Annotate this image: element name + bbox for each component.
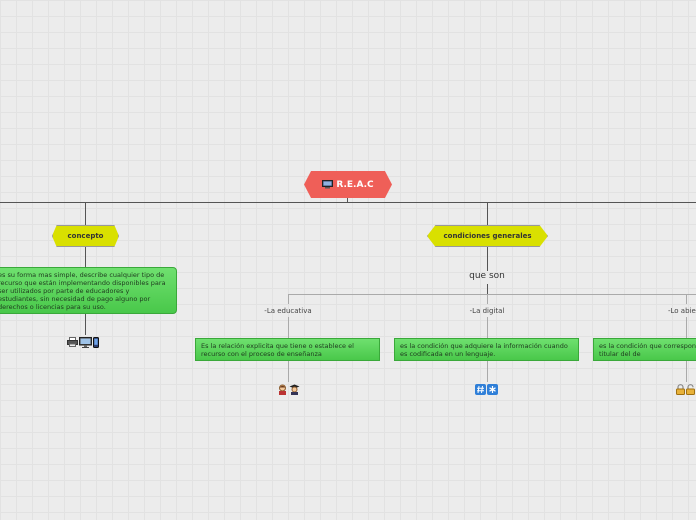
concepto-label: concepto — [67, 232, 104, 240]
digital-label[interactable]: -La digital — [469, 307, 505, 315]
digital-icons — [475, 384, 498, 395]
hash-icon — [475, 384, 486, 395]
condiciones-stem-line — [487, 202, 488, 226]
branch-horizontal-line — [288, 294, 696, 295]
branch-digital-line — [487, 294, 488, 304]
abierto-description[interactable]: es la condición que corresponde a que el… — [593, 338, 696, 361]
digital-description[interactable]: es la condición que adquiere la informac… — [394, 338, 579, 361]
printer-icon — [67, 337, 78, 347]
educativa-icons — [277, 384, 300, 395]
abierto-label-text: -Lo abierto — [668, 307, 696, 315]
computer-icon — [322, 180, 334, 189]
educativa-to-icons-line — [288, 360, 289, 382]
root-stem-line — [347, 198, 348, 203]
student-icon — [289, 384, 300, 395]
concepto-to-icons-line — [85, 313, 86, 335]
abierto-to-desc-line — [686, 317, 687, 339]
abierto-icons — [676, 384, 695, 395]
branch-educativa-line — [288, 294, 289, 304]
root-label: R.E.A.C — [336, 179, 374, 190]
educativa-description[interactable]: Es la relación explicita que tiene o est… — [195, 338, 380, 361]
que-son-connector: que son — [469, 271, 505, 281]
concepto-icons — [67, 337, 99, 348]
desktop-computer-icon — [79, 337, 92, 348]
condiciones-label: condiciones generales — [443, 232, 532, 240]
lock-icon — [676, 384, 685, 395]
concepto-node[interactable]: concepto — [52, 225, 119, 247]
digital-to-icons-line — [487, 360, 488, 382]
educativa-to-desc-line — [288, 317, 289, 339]
main-horizontal-line — [0, 202, 696, 203]
mobile-phone-icon — [93, 337, 99, 348]
educativa-label[interactable]: -La educativa — [264, 307, 312, 315]
condiciones-to-queson-line — [487, 247, 488, 271]
queson-to-branch-line — [487, 284, 488, 294]
branch-abierto-line — [686, 294, 687, 304]
concepto-description[interactable]: es su forma mas simple, describe cualqui… — [0, 267, 177, 314]
asterisk-icon — [487, 384, 498, 395]
digital-to-desc-line — [487, 317, 488, 339]
concepto-to-desc-line — [85, 247, 86, 268]
abierto-description-text: es la condición que corresponde a que el… — [599, 342, 696, 358]
concepto-stem-line — [85, 202, 86, 226]
abierto-to-icons-line — [686, 360, 687, 382]
educativa-description-text: Es la relación explicita que tiene o est… — [201, 342, 354, 358]
condiciones-node[interactable]: condiciones generales — [427, 225, 548, 247]
concepto-description-text: es su forma mas simple, describe cualqui… — [0, 271, 166, 311]
unlock-icon — [686, 384, 695, 395]
teacher-icon — [279, 384, 286, 395]
digital-description-text: es la condición que adquiere la informac… — [400, 342, 568, 358]
root-node[interactable]: R.E.A.C — [304, 171, 392, 198]
abierto-label[interactable]: -Lo abierto — [646, 307, 696, 315]
